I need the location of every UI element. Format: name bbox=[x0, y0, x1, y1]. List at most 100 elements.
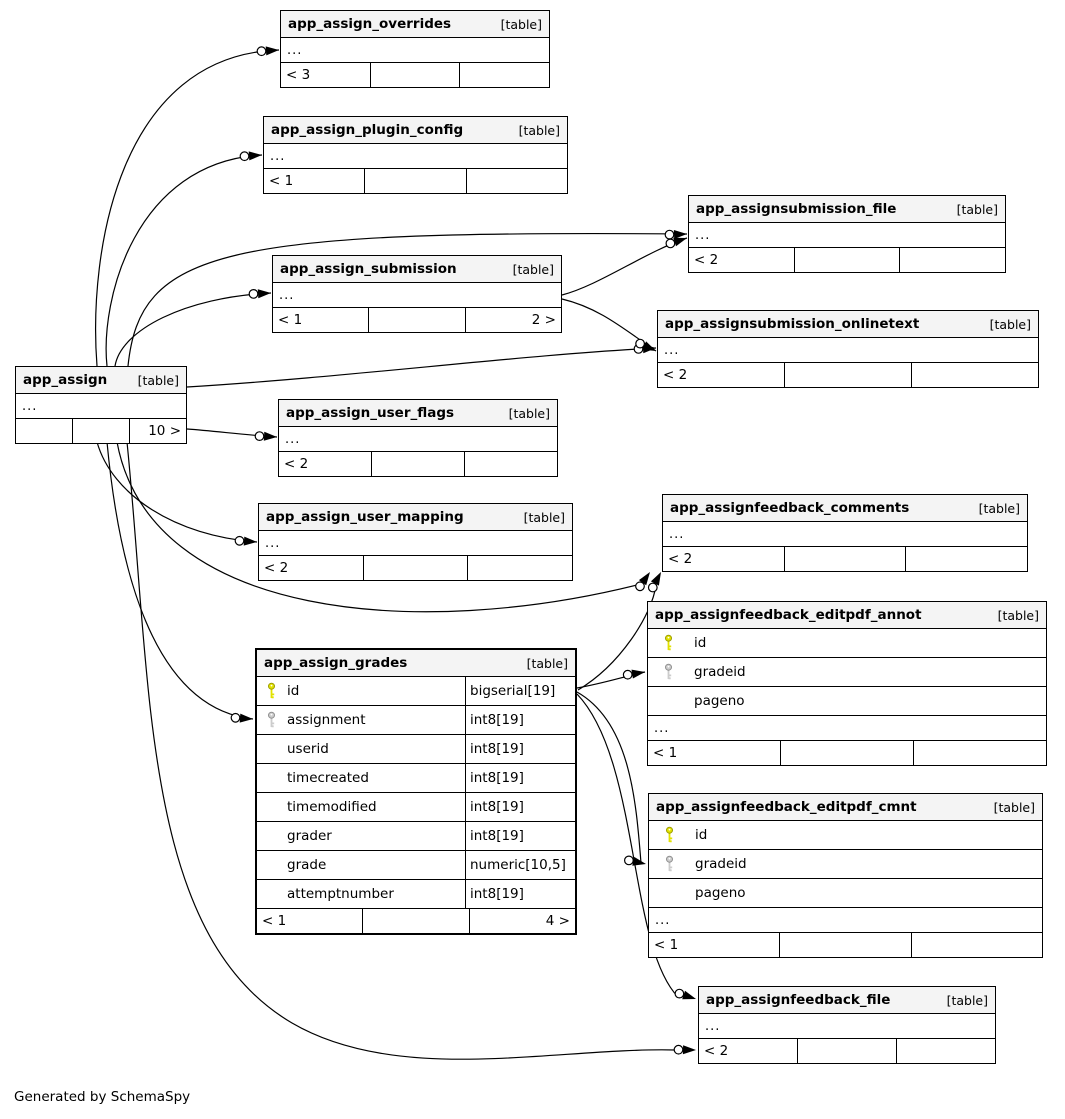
table-name: app_assign_user_mapping bbox=[266, 509, 464, 525]
table-header: app_assign[table] bbox=[16, 367, 186, 394]
table-app_assign_user_mapping[interactable]: app_assign_user_mapping[table]...< 2 bbox=[258, 503, 573, 581]
column-row: id bbox=[648, 629, 1046, 658]
table-name: app_assignsubmission_file bbox=[696, 201, 897, 217]
column-type: int8[19] bbox=[465, 793, 575, 821]
table-app_assignfeedback_comments[interactable]: app_assignfeedback_comments[table]...< 2 bbox=[662, 494, 1028, 572]
table-footer: < 1 bbox=[264, 169, 567, 193]
table-footer: < 1 2 > bbox=[273, 308, 561, 332]
column-name: pageno bbox=[694, 693, 745, 709]
footer-cell-right: 10 > bbox=[148, 423, 181, 439]
column-name: id bbox=[287, 683, 300, 699]
table-header: app_assign_grades[table] bbox=[257, 650, 575, 677]
table-name: app_assignfeedback_editpdf_cmnt bbox=[656, 799, 917, 815]
edge-app_assign-app_assign_user_flags bbox=[186, 428, 278, 442]
table-header: app_assignfeedback_editpdf_annot [table] bbox=[648, 602, 1046, 629]
table-app_assignfeedback_file[interactable]: app_assignfeedback_file[table]...< 2 bbox=[698, 986, 996, 1064]
footer-cell-left bbox=[16, 419, 73, 443]
edge-app_assign_submission-app_assignsubmission_onlinetext bbox=[561, 298, 657, 352]
column-name: assignment bbox=[287, 712, 366, 728]
column-name: pageno bbox=[695, 885, 746, 901]
footer-cell-right: 4 > bbox=[545, 913, 570, 929]
ellipsis-row: ... bbox=[16, 394, 186, 419]
table-app_assignfeedback_editpdf_annot[interactable]: app_assignfeedback_editpdf_annot [table] i… bbox=[647, 601, 1047, 766]
column-name: grade bbox=[287, 857, 327, 873]
key-icon-cell bbox=[257, 682, 287, 700]
table-footer: 10 > bbox=[16, 419, 186, 443]
table-app_assign_plugin_config[interactable]: app_assign_plugin_config[table]...< 1 bbox=[263, 116, 568, 194]
ellipsis-row: ... bbox=[648, 716, 1046, 741]
column-row: id bbox=[649, 821, 1042, 850]
generator-note: Generated by SchemaSpy bbox=[14, 1089, 191, 1105]
arrowhead-icon bbox=[631, 669, 645, 679]
key-icon-cell bbox=[648, 663, 694, 681]
table-app_assignsubmission_file[interactable]: app_assignsubmission_file[table]...< 2 bbox=[688, 195, 1006, 273]
table-app_assign_overrides[interactable]: app_assign_overrides[table]...< 3 bbox=[280, 10, 550, 88]
footer-cell-right: 2 > bbox=[531, 312, 556, 328]
table-header: app_assign_plugin_config[table] bbox=[264, 117, 567, 144]
primary-key-icon bbox=[666, 826, 673, 843]
table-app_assign_user_flags[interactable]: app_assign_user_flags[table]...< 2 bbox=[278, 399, 558, 477]
ellipsis-row: ... bbox=[264, 144, 567, 169]
table-footer: < 2 bbox=[663, 547, 1027, 571]
cardinality-circle-icon bbox=[248, 289, 259, 299]
table-header: app_assignfeedback_file [table] bbox=[699, 987, 995, 1014]
table-header: app_assignfeedback_comments[table] bbox=[663, 495, 1027, 522]
table-type-label: [table] bbox=[523, 509, 565, 525]
edge-app_assign_submission-app_assignsubmission_file bbox=[561, 237, 688, 296]
edge-line bbox=[186, 347, 657, 388]
column-name: id bbox=[695, 827, 708, 843]
edge-app_assign-app_assignfeedback_file bbox=[126, 441, 696, 1060]
table-app_assignsubmission_onlinetext[interactable]: app_assignsubmission_onlinetext[table]..… bbox=[657, 310, 1039, 388]
table-app_assignfeedback_editpdf_cmnt[interactable]: app_assignfeedback_editpdf_cmnt[table]id… bbox=[648, 793, 1043, 958]
arrowhead-icon bbox=[265, 46, 279, 56]
key-icon-cell bbox=[257, 711, 287, 729]
ellipsis-row: ... bbox=[649, 908, 1042, 933]
table-app_assign[interactable]: app_assign[table]... 10 > bbox=[15, 366, 187, 444]
column-name: attemptnumber bbox=[287, 886, 394, 902]
arrowhead-icon bbox=[248, 151, 262, 161]
footer-cell-center bbox=[372, 452, 465, 476]
ellipsis-row: ... bbox=[279, 427, 557, 452]
table-name: app_assignfeedback_editpdf_annot bbox=[655, 607, 922, 623]
footer-cell-left: < 1 bbox=[273, 308, 370, 332]
column-row: timemodified int8[19] bbox=[257, 793, 575, 822]
edge-line bbox=[576, 693, 679, 998]
footer-cell-right bbox=[468, 556, 572, 580]
footer-cell-center bbox=[785, 363, 912, 387]
table-type-label: [table] bbox=[997, 607, 1039, 623]
footer-cell-right bbox=[897, 1039, 995, 1063]
column-name: userid bbox=[287, 741, 329, 757]
footer-cell-right bbox=[467, 169, 567, 193]
column-name: gradeid bbox=[694, 664, 746, 680]
table-name: app_assignfeedback_file bbox=[706, 992, 891, 1008]
table-type-label: [table] bbox=[946, 992, 988, 1008]
foreign-key-icon bbox=[268, 711, 275, 728]
table-footer: < 3 bbox=[281, 63, 549, 87]
column-name: timemodified bbox=[287, 799, 377, 815]
table-type-label: [table] bbox=[989, 316, 1031, 332]
table-name: app_assign_grades bbox=[264, 655, 408, 671]
footer-cell-right bbox=[912, 363, 1038, 387]
edge-app_assign_grades-app_assignfeedback_comments bbox=[577, 572, 661, 691]
table-header: app_assignfeedback_editpdf_cmnt[table] bbox=[649, 794, 1042, 821]
ellipsis-row: ... bbox=[273, 283, 561, 308]
ellipsis-row: ... bbox=[663, 522, 1027, 547]
table-type-label: [table] bbox=[512, 261, 554, 277]
footer-cell-left: < 2 bbox=[658, 363, 785, 387]
footer-cell-left: < 1 bbox=[649, 933, 781, 957]
table-header: app_assignsubmission_onlinetext[table] bbox=[658, 311, 1038, 338]
cardinality-circle-icon bbox=[647, 582, 658, 593]
table-footer: < 2 bbox=[689, 248, 1005, 272]
footer-cell-center bbox=[364, 556, 469, 580]
table-header: app_assign_user_mapping [table] bbox=[259, 504, 572, 531]
column-name: timecreated bbox=[287, 770, 369, 786]
table-footer: < 2 bbox=[658, 363, 1038, 387]
arrowhead-icon bbox=[632, 856, 646, 866]
